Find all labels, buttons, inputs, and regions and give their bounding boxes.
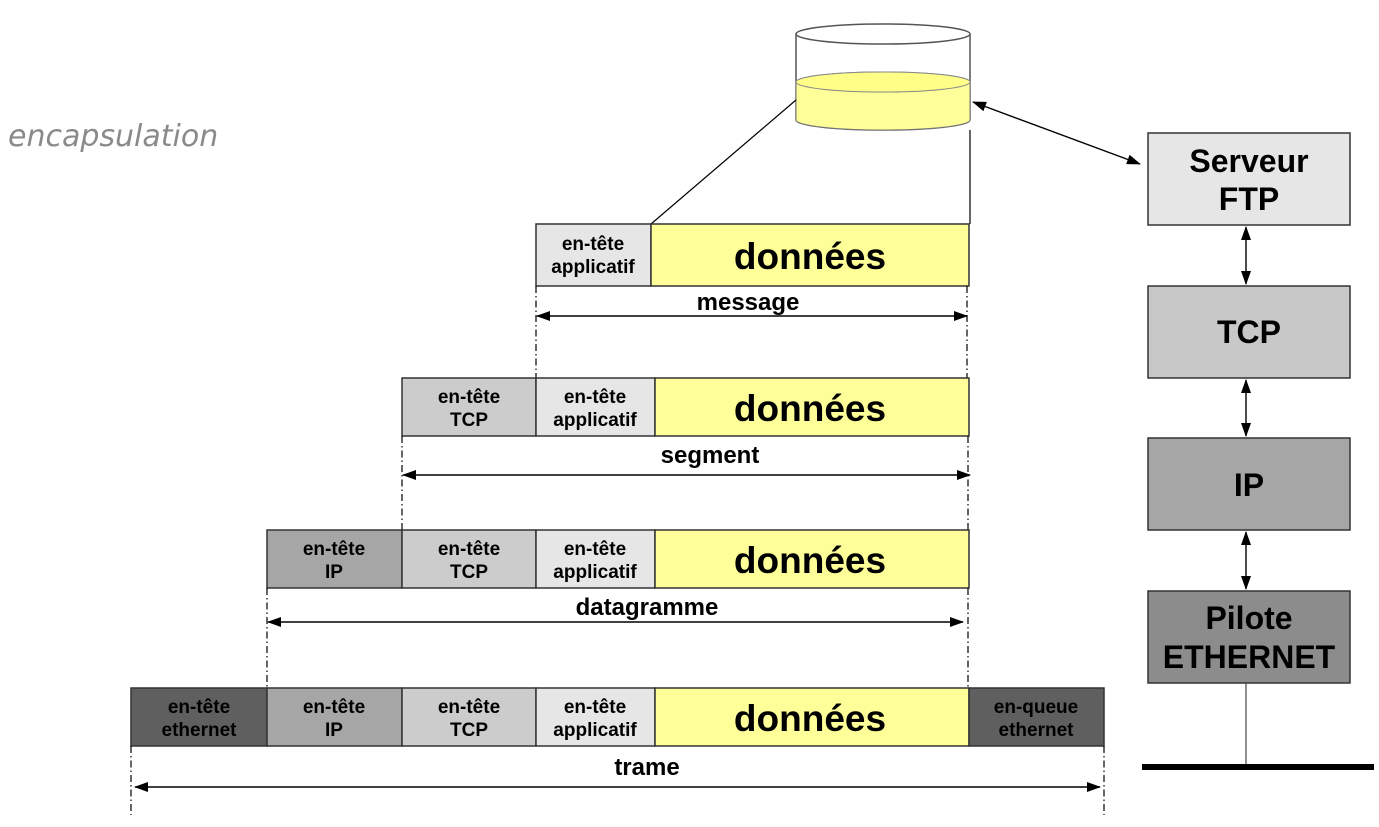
cylinder-ftp-arrow — [972, 101, 1141, 165]
stack-tcp-label: TCP — [1217, 314, 1281, 350]
data-cylinder — [795, 23, 971, 131]
data-label: données — [734, 698, 886, 739]
header-tcp-label: en-tête — [438, 539, 500, 560]
header-ip-label: IP — [325, 720, 343, 741]
header-tcp-label: en-tête — [438, 387, 500, 408]
cylinder-link-left — [650, 99, 797, 225]
data-box — [654, 377, 970, 437]
header-tcp-box — [401, 529, 537, 589]
header-applicatif-box — [535, 529, 656, 589]
header-ip-box — [266, 687, 403, 747]
stack-tcp: TCP — [1147, 285, 1351, 379]
stack-ethernet-label: Pilote — [1205, 600, 1292, 636]
header-tcp-box — [401, 687, 537, 747]
data-box — [650, 223, 970, 287]
trailer-ethernet-label: ethernet — [999, 720, 1075, 741]
data-label: données — [734, 388, 886, 429]
stack-ethernet-box — [1147, 590, 1351, 684]
row-message: en-tête applicatif données message — [535, 223, 970, 378]
header-applicatif-label: applicatif — [553, 562, 637, 583]
stack-ip: IP — [1147, 437, 1351, 531]
header-applicatif-label: en-tête — [564, 539, 626, 560]
data-label: données — [734, 236, 886, 277]
row-trame: en-tête ethernet en-tête IP en-tête TCP … — [130, 687, 1105, 815]
header-ip-label: en-tête — [303, 697, 365, 718]
datagramme-label: datagramme — [576, 594, 719, 621]
stack-ethernet-label: ETHERNET — [1163, 639, 1336, 675]
stack-ftp-box — [1147, 132, 1351, 226]
header-ip-label: IP — [325, 562, 343, 583]
stack-ftp-label: Serveur — [1189, 143, 1308, 179]
header-applicatif-label: en-tête — [562, 234, 624, 255]
header-tcp-label: TCP — [450, 410, 488, 431]
message-label: message — [697, 289, 800, 316]
header-tcp-box — [401, 377, 537, 437]
header-ethernet-label: en-tête — [168, 697, 230, 718]
diagram-title: encapsulation — [8, 119, 218, 154]
stack-ftp-label: FTP — [1219, 181, 1279, 217]
stack-ip-label: IP — [1234, 467, 1264, 503]
header-ethernet-label: ethernet — [162, 720, 238, 741]
header-applicatif-label: en-tête — [564, 387, 626, 408]
header-ip-label: en-tête — [303, 539, 365, 560]
trame-label: trame — [614, 754, 679, 781]
header-applicatif-label: applicatif — [553, 410, 637, 431]
header-ethernet-box — [130, 687, 268, 747]
header-applicatif-label: en-tête — [564, 697, 626, 718]
stack-ip-box — [1147, 437, 1351, 531]
data-label: données — [734, 540, 886, 581]
header-applicatif-label: applicatif — [551, 257, 635, 278]
stack-tcp-box — [1147, 285, 1351, 379]
segment-label: segment — [661, 442, 760, 469]
stack-ethernet: Pilote ETHERNET — [1147, 590, 1351, 684]
trailer-ethernet-label: en-queue — [994, 697, 1078, 718]
header-applicatif-box — [535, 223, 652, 287]
row-segment: en-tête TCP en-tête applicatif données s… — [401, 377, 971, 530]
header-tcp-label: TCP — [450, 720, 488, 741]
stack-ftp: Serveur FTP — [1147, 132, 1351, 226]
header-tcp-label: en-tête — [438, 697, 500, 718]
data-box — [654, 529, 970, 589]
trailer-ethernet-box — [968, 687, 1105, 747]
header-tcp-label: TCP — [450, 562, 488, 583]
row-datagramme: en-tête IP en-tête TCP en-tête applicati… — [266, 529, 970, 688]
header-applicatif-label: applicatif — [553, 720, 637, 741]
